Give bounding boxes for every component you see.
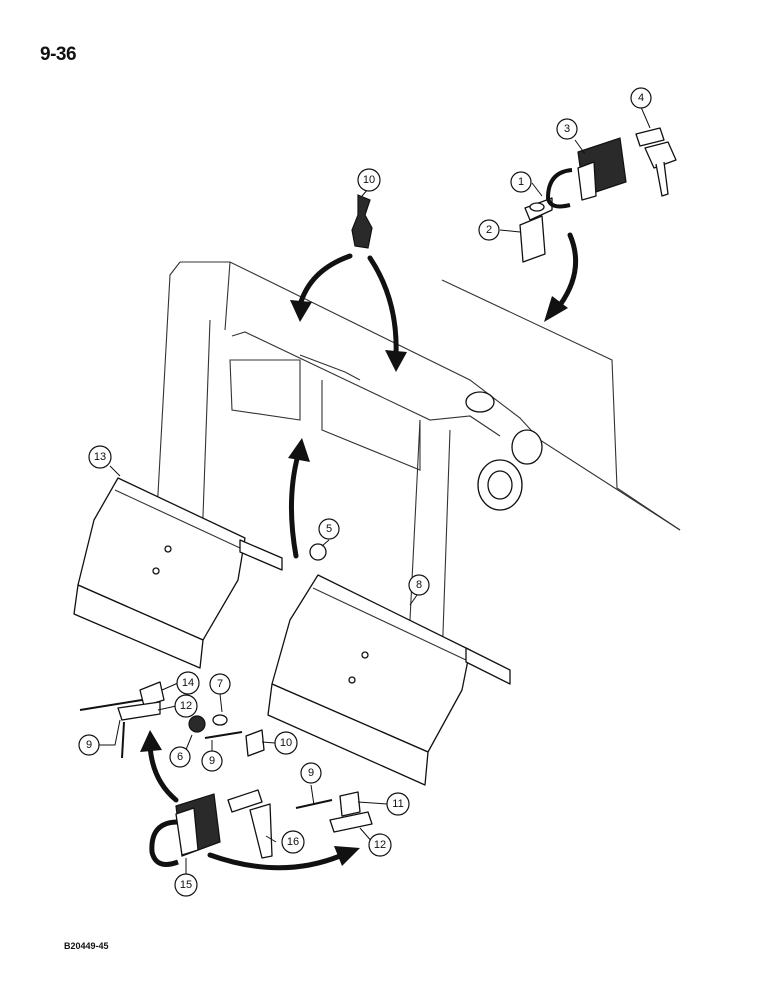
callout-12-right: 12 xyxy=(368,833,392,857)
callout-5: 5 xyxy=(318,518,340,540)
callout-4: 4 xyxy=(630,87,652,109)
callout-label: 6 xyxy=(177,751,183,763)
callout-label: 15 xyxy=(180,879,192,891)
callout-label: 4 xyxy=(638,92,644,104)
bracket-1 xyxy=(524,197,553,221)
bracket-14-12-left xyxy=(117,681,165,721)
callout-label: 16 xyxy=(287,836,299,848)
callout-label: 1 xyxy=(518,176,524,188)
callout-label: 12 xyxy=(180,700,192,712)
keys-4 xyxy=(635,127,677,197)
padlock-3 xyxy=(546,137,627,209)
bracket-11-12-right xyxy=(329,791,373,833)
callout-label: 9 xyxy=(209,755,215,767)
callout-15: 15 xyxy=(174,873,198,897)
callout-1: 1 xyxy=(510,171,532,193)
arrow-top-down xyxy=(367,255,407,372)
latch-10-top xyxy=(351,194,373,249)
callout-10-top: 10 xyxy=(357,168,381,192)
arrow-padlock-15-left xyxy=(140,730,179,803)
callout-label: 3 xyxy=(564,123,570,135)
cover-8 xyxy=(267,574,511,786)
pivot-boss xyxy=(465,391,543,511)
callout-16: 16 xyxy=(281,830,305,854)
hardware-6-7 xyxy=(188,714,228,733)
callout-12-left: 12 xyxy=(174,694,198,718)
callout-13: 13 xyxy=(88,445,112,469)
side-panel xyxy=(441,279,681,531)
callout-8: 8 xyxy=(408,574,430,596)
callout-10-bottom: 10 xyxy=(274,731,298,755)
callout-label: 9 xyxy=(308,767,314,779)
callout-11: 11 xyxy=(386,792,410,816)
callout-label: 9 xyxy=(86,739,92,751)
page-number: 9-36 xyxy=(40,44,77,65)
callout-label: 7 xyxy=(217,678,223,690)
callout-7: 7 xyxy=(209,673,231,695)
hardware-5 xyxy=(309,543,327,561)
loader-frame xyxy=(149,261,681,721)
callout-label: 8 xyxy=(416,579,422,591)
callout-label: 10 xyxy=(363,174,375,186)
arrow-padlock-3 xyxy=(544,232,579,322)
callout-label: 5 xyxy=(326,523,332,535)
cover-13 xyxy=(73,477,283,669)
arrow-padlock-15-right xyxy=(207,846,360,871)
callout-label: 13 xyxy=(94,451,106,463)
keys-16 xyxy=(227,789,273,859)
callout-6: 6 xyxy=(169,746,191,768)
callout-label: 14 xyxy=(182,677,194,689)
figure-id: B20449-45 xyxy=(64,941,109,951)
callout-9-mid: 9 xyxy=(201,750,223,772)
callout-label: 12 xyxy=(374,839,386,851)
callout-2: 2 xyxy=(478,219,500,241)
callout-label: 10 xyxy=(280,737,292,749)
callout-3: 3 xyxy=(556,118,578,140)
bracket-2 xyxy=(519,215,546,263)
callout-9-right: 9 xyxy=(300,762,322,784)
arrow-cover xyxy=(288,438,310,559)
bracket-10-bottom xyxy=(245,729,265,757)
callout-14: 14 xyxy=(176,671,200,695)
padlock-15 xyxy=(149,793,221,867)
leader-lines xyxy=(99,106,651,879)
callout-label: 2 xyxy=(486,224,492,236)
arrow-top-left xyxy=(290,253,353,322)
callout-label: 11 xyxy=(392,798,403,810)
callout-9-left: 9 xyxy=(78,734,100,756)
